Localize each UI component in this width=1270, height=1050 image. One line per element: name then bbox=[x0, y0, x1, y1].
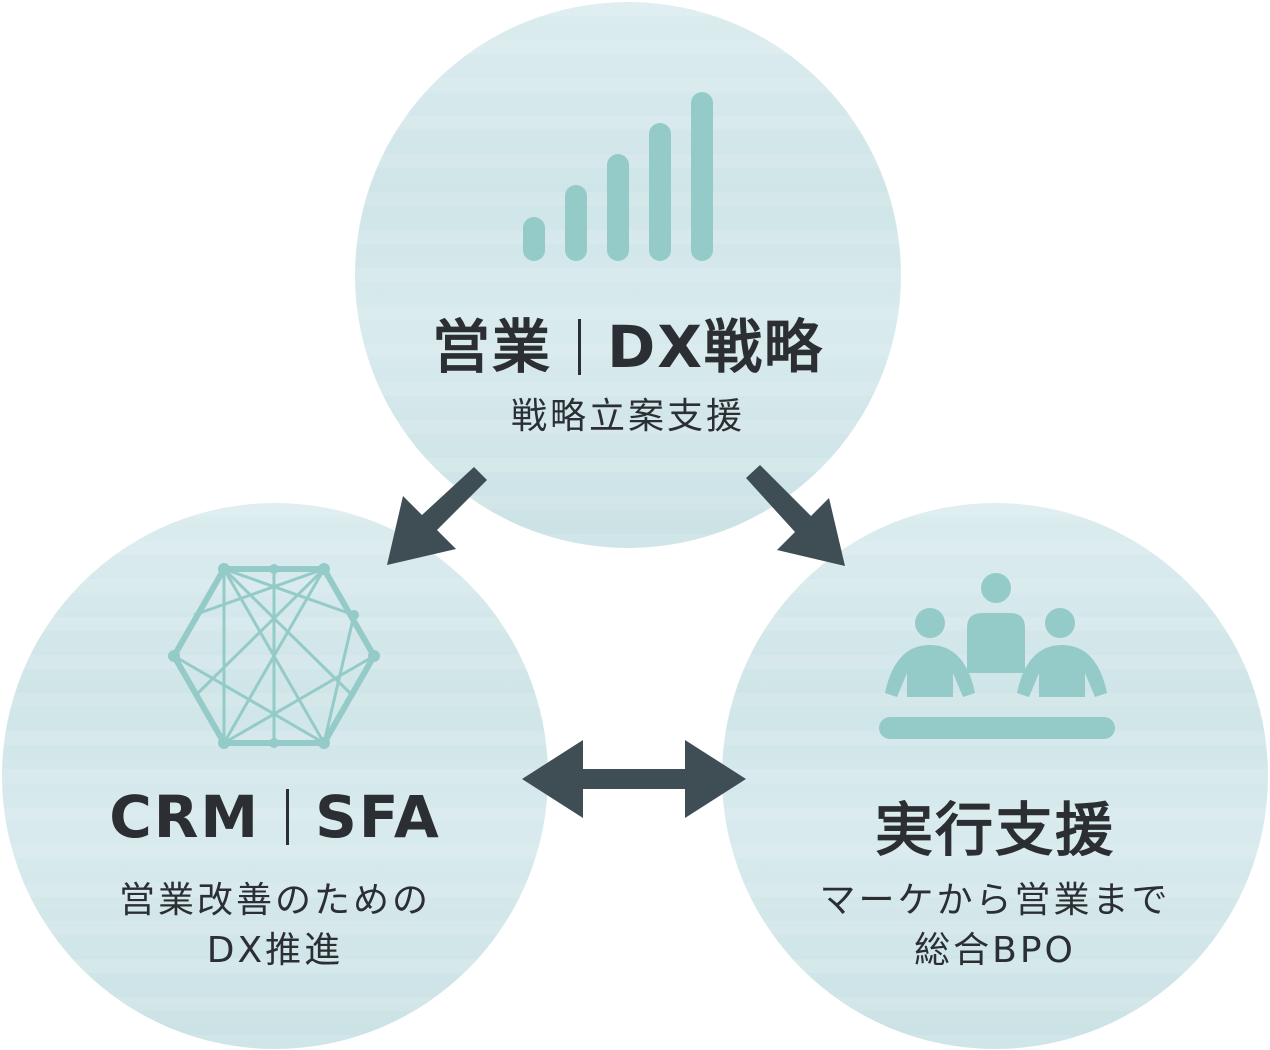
signal-bars-icon bbox=[523, 92, 713, 261]
network-hexagon-icon bbox=[168, 563, 380, 749]
execution-subtitle: マーケから営業まで 総合BPO bbox=[722, 876, 1268, 976]
team-meeting-icon bbox=[879, 573, 1115, 739]
title-divider bbox=[286, 788, 290, 845]
double-arrow-left-right bbox=[522, 740, 746, 818]
execution-subtitle-line: マーケから営業まで bbox=[819, 880, 1171, 921]
arrow-top-to-right bbox=[746, 465, 845, 566]
strategy-title: 営業 DX戦略 bbox=[355, 300, 901, 384]
crm-sfa-subtitle-line: DX推進 bbox=[206, 930, 344, 971]
execution-circle: 実行支援 マーケから営業まで 総合BPO bbox=[722, 503, 1268, 1049]
execution-title: 実行支援 bbox=[874, 796, 1115, 864]
crm-sfa-circle: CRM SFA 営業改善のための DX推進 bbox=[2, 503, 548, 1049]
sfa-title: SFA bbox=[315, 783, 441, 851]
crm-title: CRM bbox=[109, 783, 261, 851]
execution-subtitle-line: 総合BPO bbox=[914, 930, 1076, 971]
strategy-title-right: DX戦略 bbox=[607, 313, 824, 381]
arrow-top-to-left bbox=[387, 467, 487, 565]
strategy-circle: 営業 DX戦略 戦略立案支援 bbox=[355, 2, 901, 548]
crm-sfa-subtitle: 営業改善のための DX推進 bbox=[2, 876, 548, 976]
strategy-subtitle: 戦略立案支援 bbox=[355, 392, 901, 442]
title-divider bbox=[578, 318, 582, 375]
crm-sfa-subtitle-line: 営業改善のための bbox=[118, 880, 431, 921]
crm-sfa-title: CRM SFA bbox=[2, 783, 548, 851]
strategy-subtitle-line: 戦略立案支援 bbox=[510, 396, 745, 437]
strategy-title-left: 営業 bbox=[432, 313, 553, 381]
